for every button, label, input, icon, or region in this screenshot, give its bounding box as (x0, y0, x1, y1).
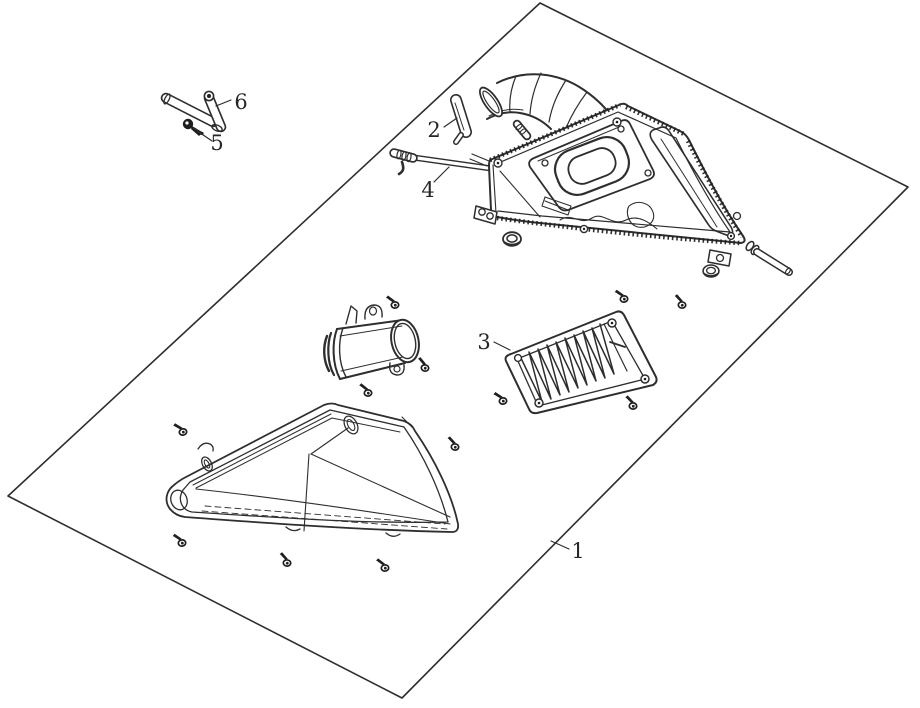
callout-5: 5 (192, 127, 224, 155)
case-screw-bosses (493, 117, 736, 241)
callout-1: 1 (550, 539, 585, 563)
screw-drawing (358, 381, 373, 398)
air-cleaner-case-drawing (469, 102, 793, 276)
callout-6: 6 (215, 90, 248, 114)
screw-drawing (277, 551, 293, 568)
callout-4: 4 (421, 166, 450, 202)
screw-drawing (445, 435, 461, 452)
screw-drawing (672, 293, 688, 310)
callout-2: 2 (427, 117, 458, 142)
callout-6-label: 6 (234, 90, 247, 114)
screw-drawing (613, 287, 629, 305)
vent-tube-drawing (389, 148, 498, 176)
callout-3: 3 (477, 330, 511, 354)
callout-5-label: 5 (210, 131, 223, 155)
case-interior-details (492, 164, 658, 230)
screw-drawing (492, 389, 509, 407)
air-cleaner-cover-drawing (165, 402, 460, 537)
breather-pipe-drawing (160, 90, 227, 133)
seal-strip-drawing (450, 94, 472, 145)
callout-3-label: 3 (477, 330, 490, 354)
screw-drawing (171, 531, 187, 549)
screw-drawing (415, 355, 431, 373)
intake-elbow-duct-drawing (478, 72, 614, 141)
callout-1-label: 1 (571, 539, 584, 563)
assembly-boundary-outline (7, 2, 909, 699)
screw-drawing (384, 293, 400, 310)
air-filter-element-drawing (504, 310, 658, 415)
screw-drawing (172, 420, 189, 438)
flange-nut (502, 231, 522, 247)
screw-drawing (375, 556, 390, 573)
callout-2-label: 2 (427, 118, 440, 142)
case-mounting-ears (473, 205, 742, 267)
joint-duct-drawing (323, 304, 420, 380)
case-drain-tube (745, 240, 793, 276)
screw-drawing (623, 394, 639, 411)
flange-nut (702, 264, 720, 278)
callout-4-label: 4 (421, 178, 434, 202)
